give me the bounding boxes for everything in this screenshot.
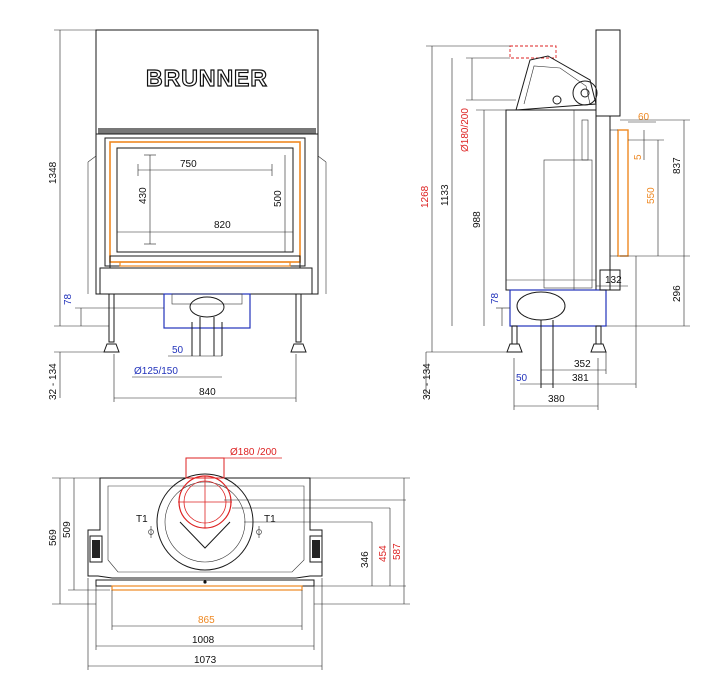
dim-132: 132 [605, 275, 622, 286]
dim-569: 569 [48, 529, 59, 546]
dim-78-side: 78 [490, 292, 501, 304]
front-leg-right [295, 293, 302, 343]
side-door-edge [617, 129, 629, 257]
dim-32-134-front: 32 - 134 [48, 363, 59, 400]
dim-duct-diameter: Ø125/150 [134, 366, 178, 377]
dim-381: 381 [572, 373, 589, 384]
front-view: BRUNNER 750 430 [48, 29, 327, 402]
dim-380: 380 [548, 394, 565, 405]
dim-50-side: 50 [516, 373, 528, 384]
dim-296: 296 [672, 285, 683, 302]
dim-550: 550 [646, 187, 657, 204]
side-back-column [595, 29, 621, 117]
dim-50-front: 50 [172, 345, 184, 356]
dim-5: 5 [633, 154, 644, 160]
top-flue-collar [185, 457, 225, 479]
front-duct-circle [189, 296, 225, 318]
dim-1348: 1348 [48, 161, 59, 184]
dim-587: 587 [392, 543, 403, 560]
dim-865: 865 [198, 615, 215, 626]
side-hood [515, 55, 597, 111]
dim-flue-diameter-side: Ø180/200 [460, 108, 471, 152]
dim-820: 820 [214, 220, 231, 231]
side-pulley [572, 80, 598, 106]
sensor-t1-left: T1 [136, 514, 148, 525]
dim-flue-diameter-top: Ø180 /200 [230, 447, 277, 458]
dim-1268: 1268 [420, 185, 431, 208]
side-view: 1268 1133 Ø180/200 988 78 32 - 134 60 5 … [420, 29, 690, 410]
dim-750: 750 [180, 159, 197, 170]
front-leg-left [108, 293, 115, 343]
dim-837: 837 [672, 157, 683, 174]
dim-500: 500 [273, 190, 284, 207]
side-duct-circle [516, 291, 566, 321]
dim-60: 60 [638, 112, 650, 123]
dim-840: 840 [199, 387, 216, 398]
sensor-t1-right: T1 [264, 514, 276, 525]
dim-1008: 1008 [192, 635, 215, 646]
dim-509: 509 [62, 521, 73, 538]
dim-78-front: 78 [63, 293, 74, 305]
dim-346: 346 [360, 551, 371, 568]
dim-1133: 1133 [440, 184, 451, 206]
glass-pane [116, 147, 294, 253]
front-duct-box [163, 293, 251, 329]
front-hood-rail [98, 128, 316, 134]
dim-454: 454 [378, 545, 389, 562]
flue-pipe-top [509, 45, 557, 59]
dim-352: 352 [574, 359, 591, 370]
dim-32-134-side: 32 - 134 [422, 363, 433, 400]
dim-1073: 1073 [194, 655, 217, 666]
dim-430: 430 [138, 187, 149, 204]
brand-logo: BRUNNER [146, 65, 268, 91]
top-view: T1 T1 Ø180 /200 569 509 346 454 587 865 [48, 447, 410, 670]
side-body [505, 109, 597, 291]
top-outer-shell [87, 477, 323, 579]
dim-988: 988 [472, 211, 483, 228]
